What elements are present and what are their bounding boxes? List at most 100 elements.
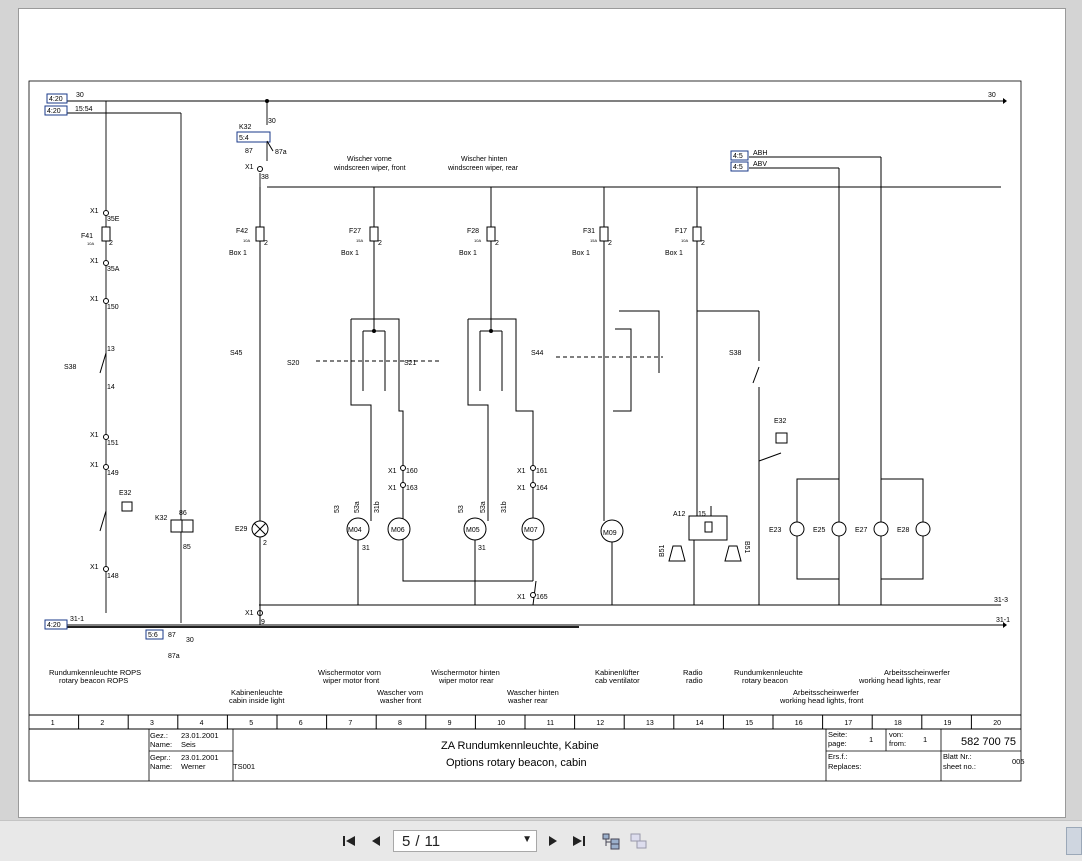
header: Wischer vorne xyxy=(347,156,392,163)
desc: Rundumkennleuchte ROPS xyxy=(49,668,141,677)
switch-label: S38 xyxy=(64,364,77,371)
next-page-icon[interactable] xyxy=(545,830,561,852)
tb-label: Gez.: xyxy=(150,731,168,740)
terminal: 35A xyxy=(107,266,120,273)
side-panel-icon[interactable] xyxy=(1066,827,1082,855)
fuse-label: F28 xyxy=(467,228,479,235)
tree-view-icon[interactable] xyxy=(600,830,622,852)
column-number: 10 xyxy=(497,720,505,727)
tb-label: Name: xyxy=(150,762,172,771)
desc: Radio xyxy=(683,668,703,677)
wire-label: 31 xyxy=(478,545,486,552)
previous-page-icon[interactable] xyxy=(368,830,384,852)
tb-value: 1 xyxy=(869,735,873,744)
desc: Rundumkennleuchte xyxy=(734,668,803,677)
current-page[interactable]: 5 xyxy=(402,832,411,850)
tb-value: 23.01.2001 xyxy=(181,731,219,740)
pin: 2 xyxy=(701,240,705,247)
pin: 2 xyxy=(264,240,268,247)
rail-label: 30 xyxy=(76,92,84,99)
switch-label: S38 xyxy=(729,350,742,357)
pin: 87 xyxy=(168,632,176,639)
last-page-icon[interactable] xyxy=(570,830,588,852)
desc: washer rear xyxy=(507,696,548,705)
terminal: 160 xyxy=(406,468,418,475)
thumbnail-view-icon[interactable] xyxy=(628,830,650,852)
terminal: X1 xyxy=(517,485,526,492)
terminal: 148 xyxy=(107,573,119,580)
ref-tag[interactable]: 4:5 xyxy=(733,153,743,160)
motor-label: M04 xyxy=(348,527,362,534)
ref-tag[interactable]: 4:5 xyxy=(733,164,743,171)
terminal: 164 xyxy=(536,485,548,492)
tb-label: sheet no.: xyxy=(943,762,976,771)
header: Wischer hinten xyxy=(461,156,507,163)
column-number: 17 xyxy=(844,720,852,727)
ref-tag[interactable]: 4:20 xyxy=(49,96,63,103)
tb-label: Seite: xyxy=(828,730,847,739)
viewer-toolbar: 5 / 11 ▼ xyxy=(0,820,1082,861)
fuse-rating: 10A xyxy=(243,238,250,243)
desc: washer front xyxy=(379,696,422,705)
ref-tag[interactable]: 5:4 xyxy=(239,135,249,142)
terminal: 151 xyxy=(107,440,119,447)
tb-value: 005 xyxy=(1012,757,1025,766)
fuse-label: F42 xyxy=(236,228,248,235)
desc: Kabinenlüfter xyxy=(595,668,640,677)
page-selector[interactable]: 5 / 11 ▼ xyxy=(393,830,537,852)
tb-value: TS001 xyxy=(233,762,255,771)
column-number: 13 xyxy=(646,720,654,727)
terminal: 163 xyxy=(406,485,418,492)
wire-label: 31b xyxy=(501,501,508,513)
switch-label: S20 xyxy=(287,360,300,367)
column-number: 20 xyxy=(993,720,1001,727)
tb-value: Seis xyxy=(181,740,196,749)
header: windscreen wiper, front xyxy=(333,165,406,172)
tb-label: page: xyxy=(828,739,847,748)
pin: 87 xyxy=(245,148,253,155)
fuse-rating: 15A xyxy=(590,238,597,243)
terminal: X1 xyxy=(90,296,99,303)
ref-tag[interactable]: 4:20 xyxy=(47,622,61,629)
fuse-rating: 10A xyxy=(87,241,94,246)
box-label: Box 1 xyxy=(665,250,683,257)
rail-label: 15:54 xyxy=(75,106,93,113)
column-number: 9 xyxy=(448,720,452,727)
wire-label: 31 xyxy=(362,545,370,552)
desc: Arbeitsscheinwerfer xyxy=(884,668,950,677)
rail-label: ABH xyxy=(753,150,767,157)
rail-label: 31-3 xyxy=(994,597,1008,604)
lamp-label: E32 xyxy=(774,418,787,425)
motor-label: M09 xyxy=(603,530,617,537)
rail-label: 31-1 xyxy=(996,617,1010,624)
fuse-label: F27 xyxy=(349,228,361,235)
terminal: X1 xyxy=(245,164,254,171)
speaker-label: B51 xyxy=(659,544,666,557)
ref-tag[interactable]: 5:6 xyxy=(148,632,158,639)
chevron-down-icon[interactable]: ▼ xyxy=(522,834,532,845)
desc: Wascher hinten xyxy=(507,688,559,697)
ref-tag[interactable]: 4:20 xyxy=(47,108,61,115)
terminal: 35E xyxy=(107,216,120,223)
lamp-label: E27 xyxy=(855,527,868,534)
terminal: 9 xyxy=(261,619,265,626)
rail-30 xyxy=(67,100,1003,623)
terminal: X1 xyxy=(388,485,397,492)
lamp-label: E23 xyxy=(769,527,782,534)
column-number: 5 xyxy=(249,720,253,727)
tb-value: 23.01.2001 xyxy=(181,753,219,762)
column-number: 11 xyxy=(547,720,554,727)
page-separator: / xyxy=(415,832,420,850)
lamp-label: E28 xyxy=(897,527,910,534)
wire-label: 53a xyxy=(480,501,487,513)
pin: 15 xyxy=(698,511,706,518)
first-page-icon[interactable] xyxy=(340,830,358,852)
desc: wiper motor rear xyxy=(438,676,494,685)
terminal: X1 xyxy=(90,462,99,469)
terminal: 38 xyxy=(261,174,269,181)
desc: cab ventilator xyxy=(595,676,640,685)
rail-label: 31-1 xyxy=(70,616,84,623)
terminal: X1 xyxy=(90,208,99,215)
pin: 13 xyxy=(107,346,115,353)
